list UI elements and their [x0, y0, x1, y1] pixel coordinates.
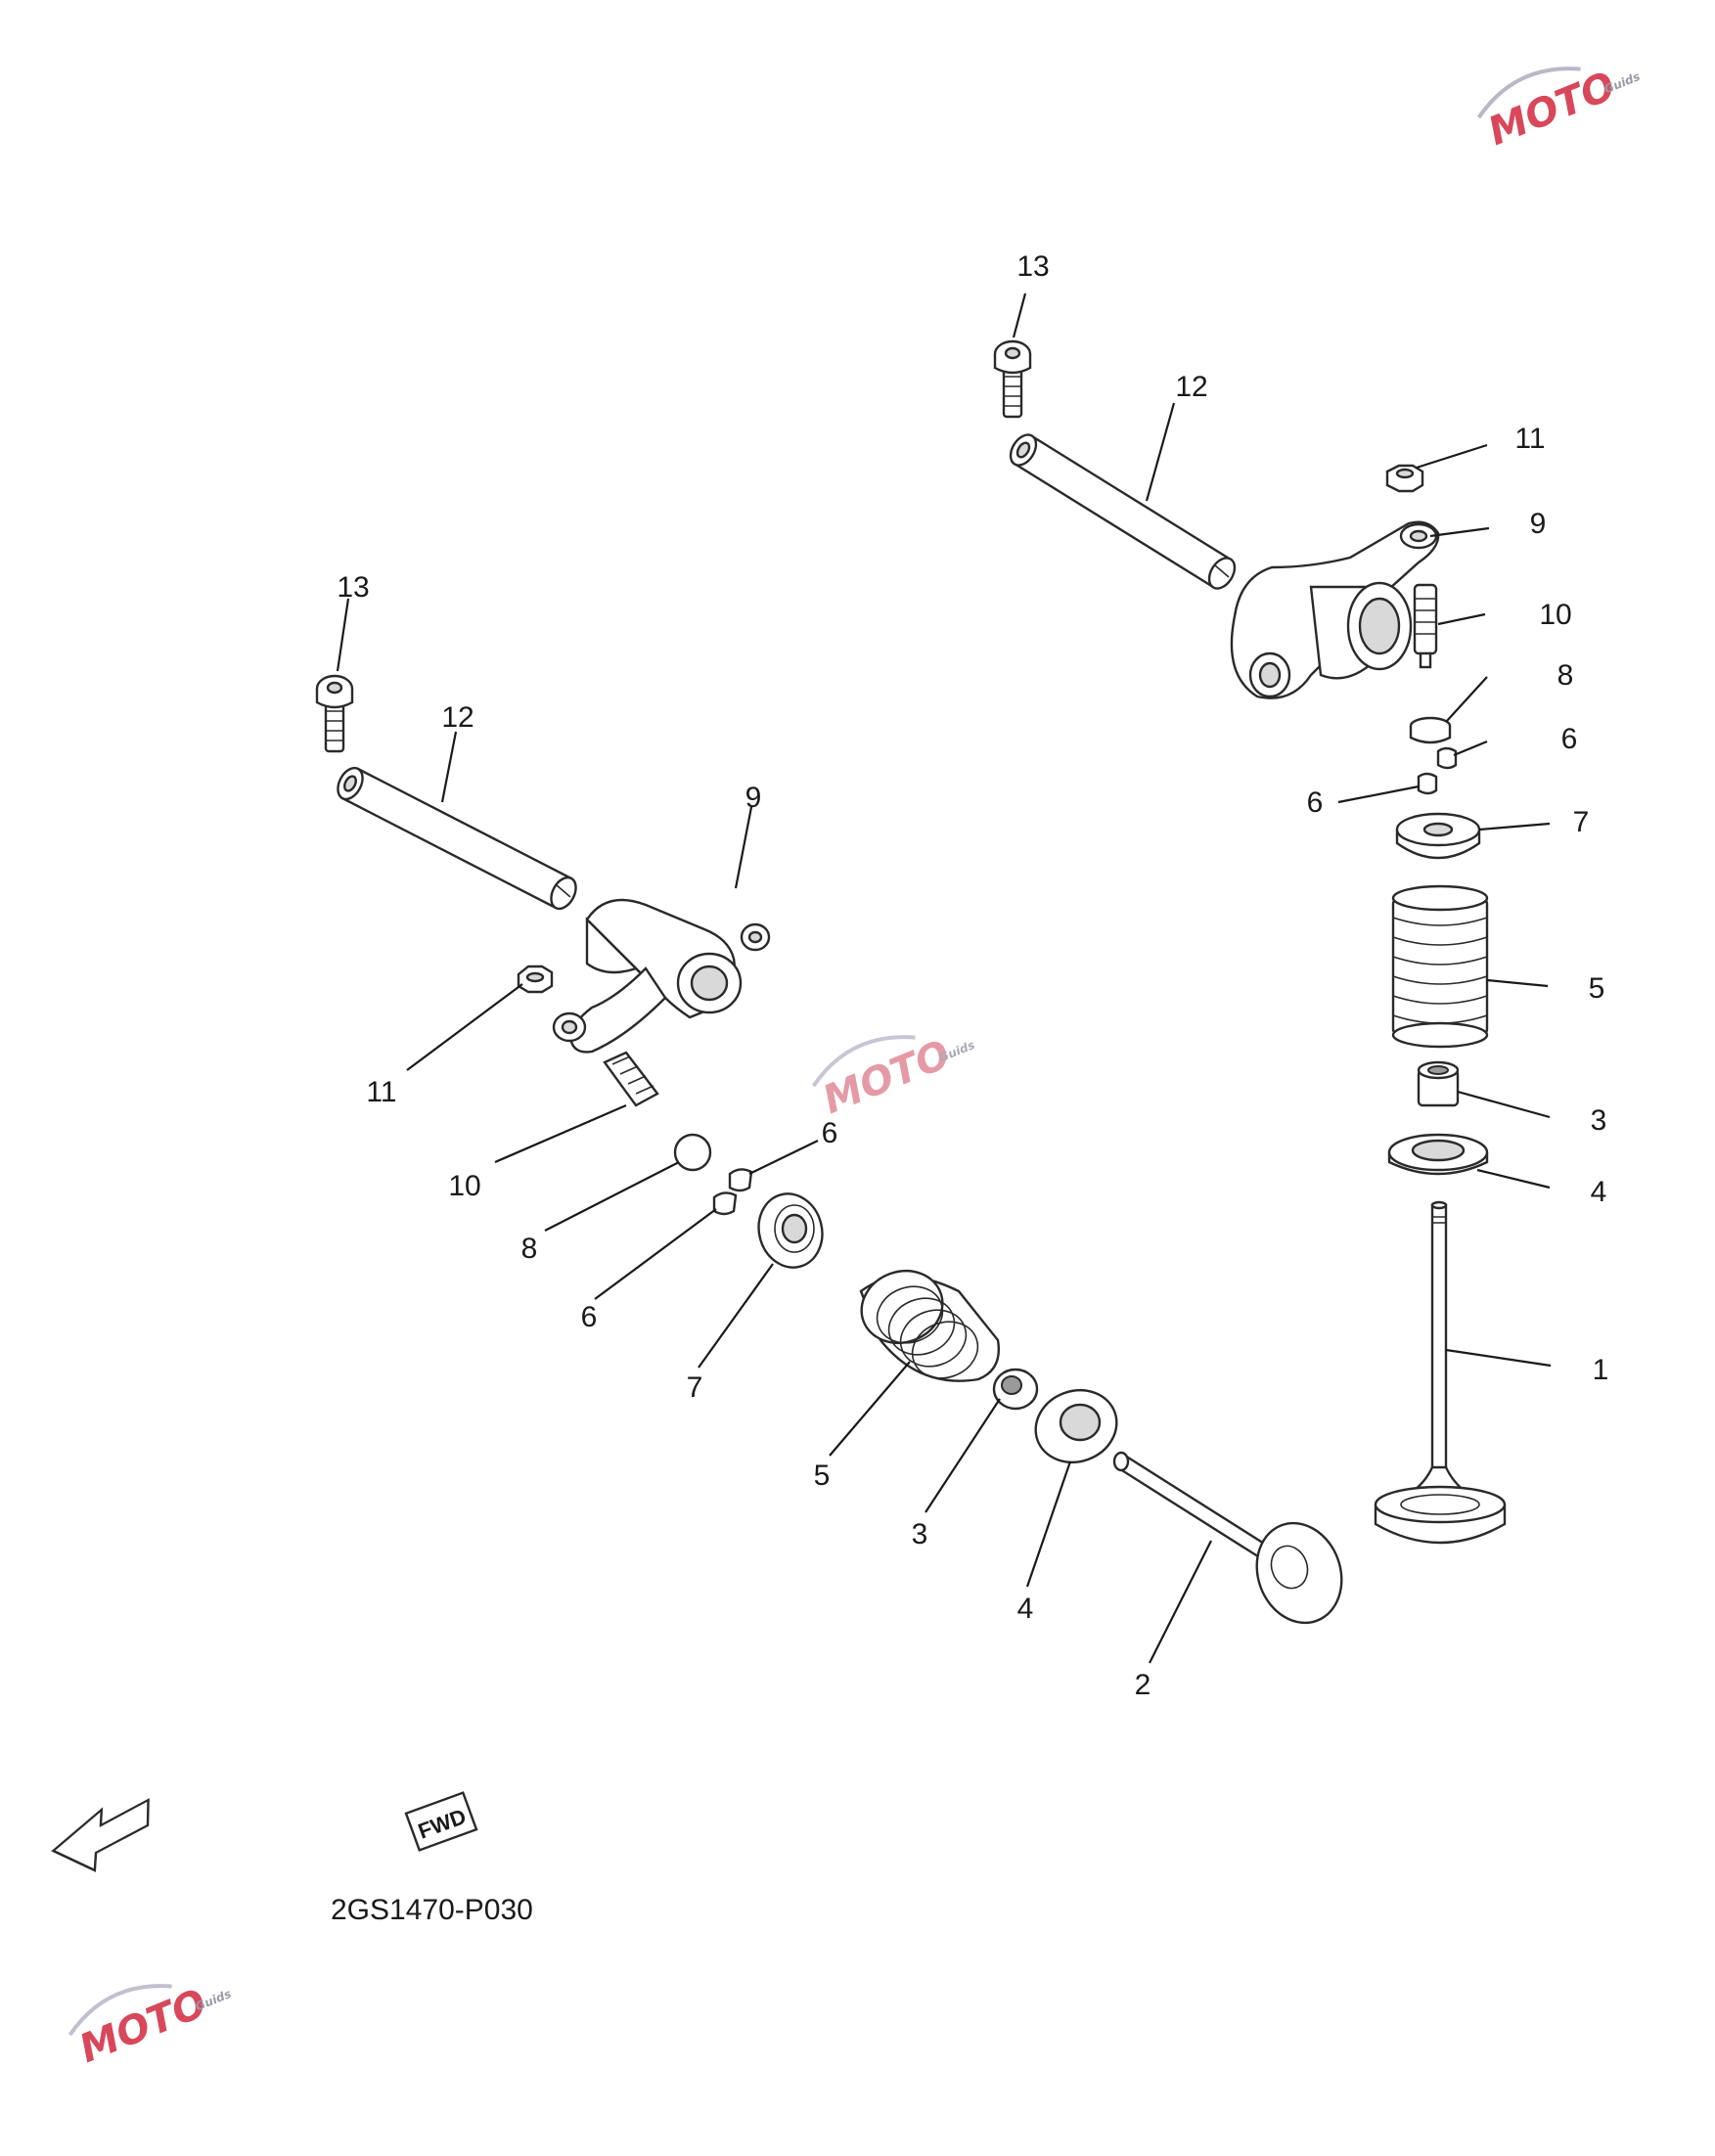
- cotter-6-right-upper: [1436, 746, 1458, 770]
- callout-6-right-upper: 6: [1561, 723, 1578, 755]
- valve-spring-5-right: [1391, 884, 1489, 1049]
- watermark-top-right: MOTO Guids: [1476, 64, 1642, 155]
- callout-5-right: 5: [1589, 972, 1605, 1005]
- callout-9-left: 9: [745, 782, 762, 814]
- watermark-bottom-left: MOTO Guids: [68, 1981, 233, 2072]
- callout-13-left: 13: [337, 571, 369, 604]
- watermark-center: MOTO Guids: [811, 1032, 976, 1123]
- nut-11-left: [517, 965, 554, 994]
- callout-1-right: 1: [1593, 1354, 1609, 1386]
- callout-11-left: 11: [366, 1076, 396, 1108]
- callouts-right: 13 12 11 9 10 8 6 6 7 5 3 4 1: [1016, 250, 1608, 1386]
- callout-7-right: 7: [1573, 806, 1590, 838]
- adjuster-10-right: [1413, 583, 1438, 669]
- callout-12-right: 12: [1175, 371, 1207, 403]
- callout-3-left: 3: [912, 1518, 928, 1550]
- rocker-arm-9-right: [1230, 520, 1440, 699]
- nut-11-right: [1385, 464, 1424, 493]
- callout-6-right-lower: 6: [1307, 786, 1324, 819]
- callout-9-right: 9: [1530, 508, 1547, 540]
- valve-spring-5-left: [859, 1270, 1000, 1382]
- callout-13-right: 13: [1016, 250, 1049, 283]
- valve-cap-8-right: [1409, 716, 1452, 744]
- leader-lines: [336, 292, 1552, 1664]
- callout-6-left-upper: 6: [822, 1117, 838, 1149]
- callout-3-right: 3: [1591, 1104, 1607, 1137]
- valve-seal-3-right: [1417, 1060, 1460, 1107]
- watermark-brand: MOTO: [73, 1981, 213, 2072]
- callout-10-right: 10: [1539, 599, 1571, 631]
- cotter-6-right-lower: [1417, 772, 1438, 795]
- valve-1-intake: [1374, 1200, 1507, 1545]
- callout-4-right: 4: [1591, 1176, 1607, 1208]
- callout-8-right: 8: [1557, 659, 1574, 692]
- spring-seat-4-left: [1034, 1389, 1118, 1463]
- diagram-code: 2GS1470-P030: [331, 1894, 533, 1926]
- rocker-shaft-12-left: [337, 766, 577, 911]
- spring-seat-4-right: [1387, 1133, 1489, 1176]
- adjuster-10-left: [603, 1051, 659, 1107]
- bolt-13-left: [315, 674, 354, 753]
- callout-4-left: 4: [1017, 1593, 1034, 1625]
- watermark-brand: MOTO: [817, 1032, 957, 1123]
- cotter-6-left-upper: [728, 1168, 753, 1192]
- callout-7-left: 7: [687, 1371, 703, 1404]
- watermark-brand: MOTO: [1482, 64, 1622, 155]
- cotter-6-left-lower: [712, 1191, 738, 1216]
- rocker-arm-9-left: [552, 898, 771, 1054]
- valve-2-exhaust: [1112, 1451, 1343, 1625]
- valve-cap-8-left: [673, 1133, 712, 1172]
- callout-5-left: 5: [814, 1460, 831, 1492]
- callout-6-left-lower: 6: [581, 1301, 598, 1333]
- spring-retainer-7-left: [757, 1192, 824, 1269]
- callout-12-left: 12: [441, 701, 474, 734]
- spring-retainer-7-right: [1395, 812, 1481, 860]
- valve-seal-3-left: [992, 1368, 1039, 1411]
- callout-10-left: 10: [448, 1170, 480, 1202]
- callout-8-left: 8: [521, 1233, 538, 1265]
- callout-11-right: 11: [1514, 423, 1545, 455]
- bolt-13-right: [993, 339, 1032, 419]
- callouts-left: 13 12 9 11 10 8 6 6 7 5 3 4 2: [337, 571, 1151, 1701]
- callout-2-left: 2: [1135, 1669, 1151, 1701]
- rocker-shaft-12-right: [1009, 433, 1237, 590]
- fwd-arrow: FWD: [51, 1791, 478, 1872]
